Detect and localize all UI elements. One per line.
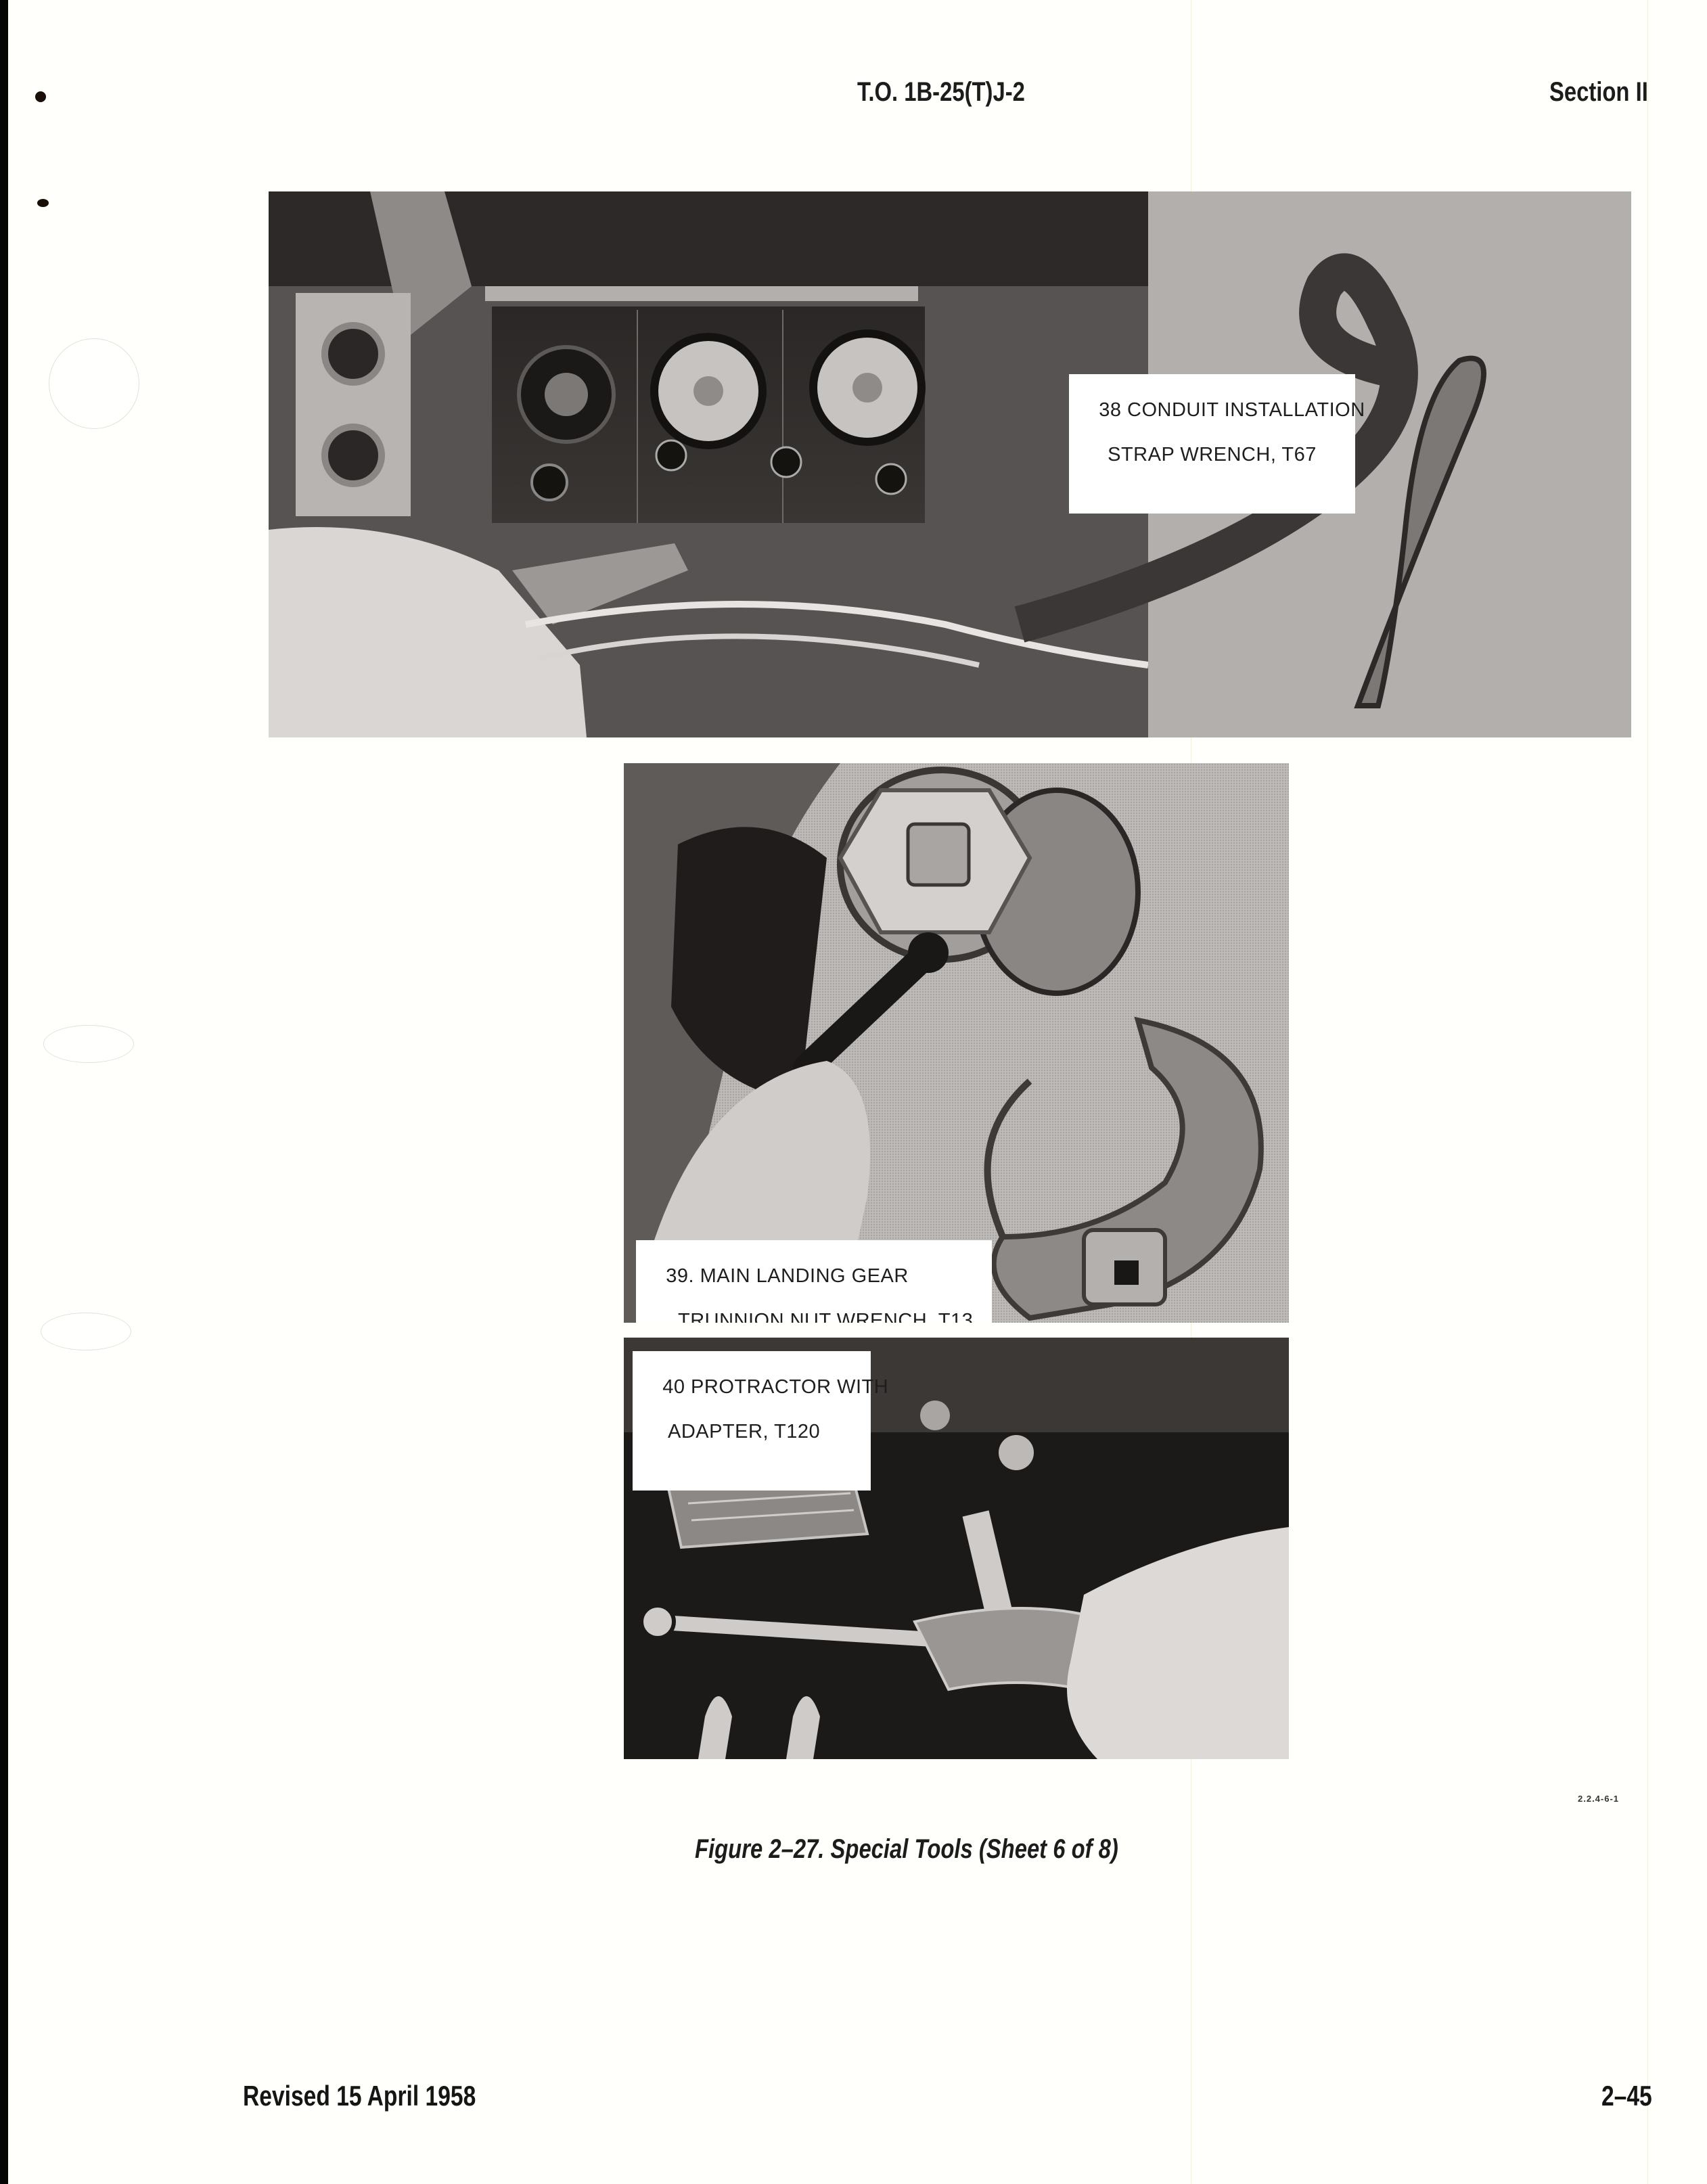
callout-39-line2: TRUNNION NUT WRENCH, T13 <box>678 1310 974 1323</box>
photo-strap-wrench-illustration <box>269 191 1631 737</box>
figure-caption: Figure 2–27. Special Tools (Sheet 6 of 8… <box>695 1834 1118 1864</box>
punch-hole <box>49 338 139 429</box>
page-number: 2–45 <box>1601 2080 1652 2112</box>
photo-trunnion-nut-wrench: 39. MAIN LANDING GEAR TRUNNION NUT WRENC… <box>624 763 1289 1323</box>
callout-40-line1: 40 PROTRACTOR WITH <box>662 1376 889 1398</box>
ink-dot <box>37 199 49 207</box>
punch-hole <box>43 1025 134 1063</box>
section-label: Section II <box>1549 77 1648 107</box>
callout-38-line1: 38 CONDUIT INSTALLATION <box>1099 399 1365 421</box>
callout-40-line2: ADAPTER, T120 <box>668 1421 821 1442</box>
paper-fold-line <box>1647 0 1648 2184</box>
photo-protractor-adapter: 40 PROTRACTOR WITH ADAPTER, T120 <box>624 1338 1289 1759</box>
punch-hole <box>41 1313 131 1350</box>
callout-39-line1: 39. MAIN LANDING GEAR <box>666 1265 909 1287</box>
callout-38: 38 CONDUIT INSTALLATION STRAP WRENCH, T6… <box>1069 374 1365 514</box>
photo-strap-wrench: 38 CONDUIT INSTALLATION STRAP WRENCH, T6… <box>269 191 1631 737</box>
ink-dot <box>35 91 46 102</box>
callout-39: 39. MAIN LANDING GEAR TRUNNION NUT WRENC… <box>636 1240 992 1323</box>
revision-date: Revised 15 April 1958 <box>243 2080 476 2112</box>
callout-40: 40 PROTRACTOR WITH ADAPTER, T120 <box>633 1351 888 1491</box>
document-number: T.O. 1B-25(T)J-2 <box>857 77 1025 107</box>
callout-38-line2: STRAP WRENCH, T67 <box>1108 444 1317 465</box>
illustration-reference-code: 2.2.4-6-1 <box>1578 1794 1620 1804</box>
binding-edge <box>0 0 8 2184</box>
photo-trunnion-wrench-illustration <box>624 763 1289 1323</box>
